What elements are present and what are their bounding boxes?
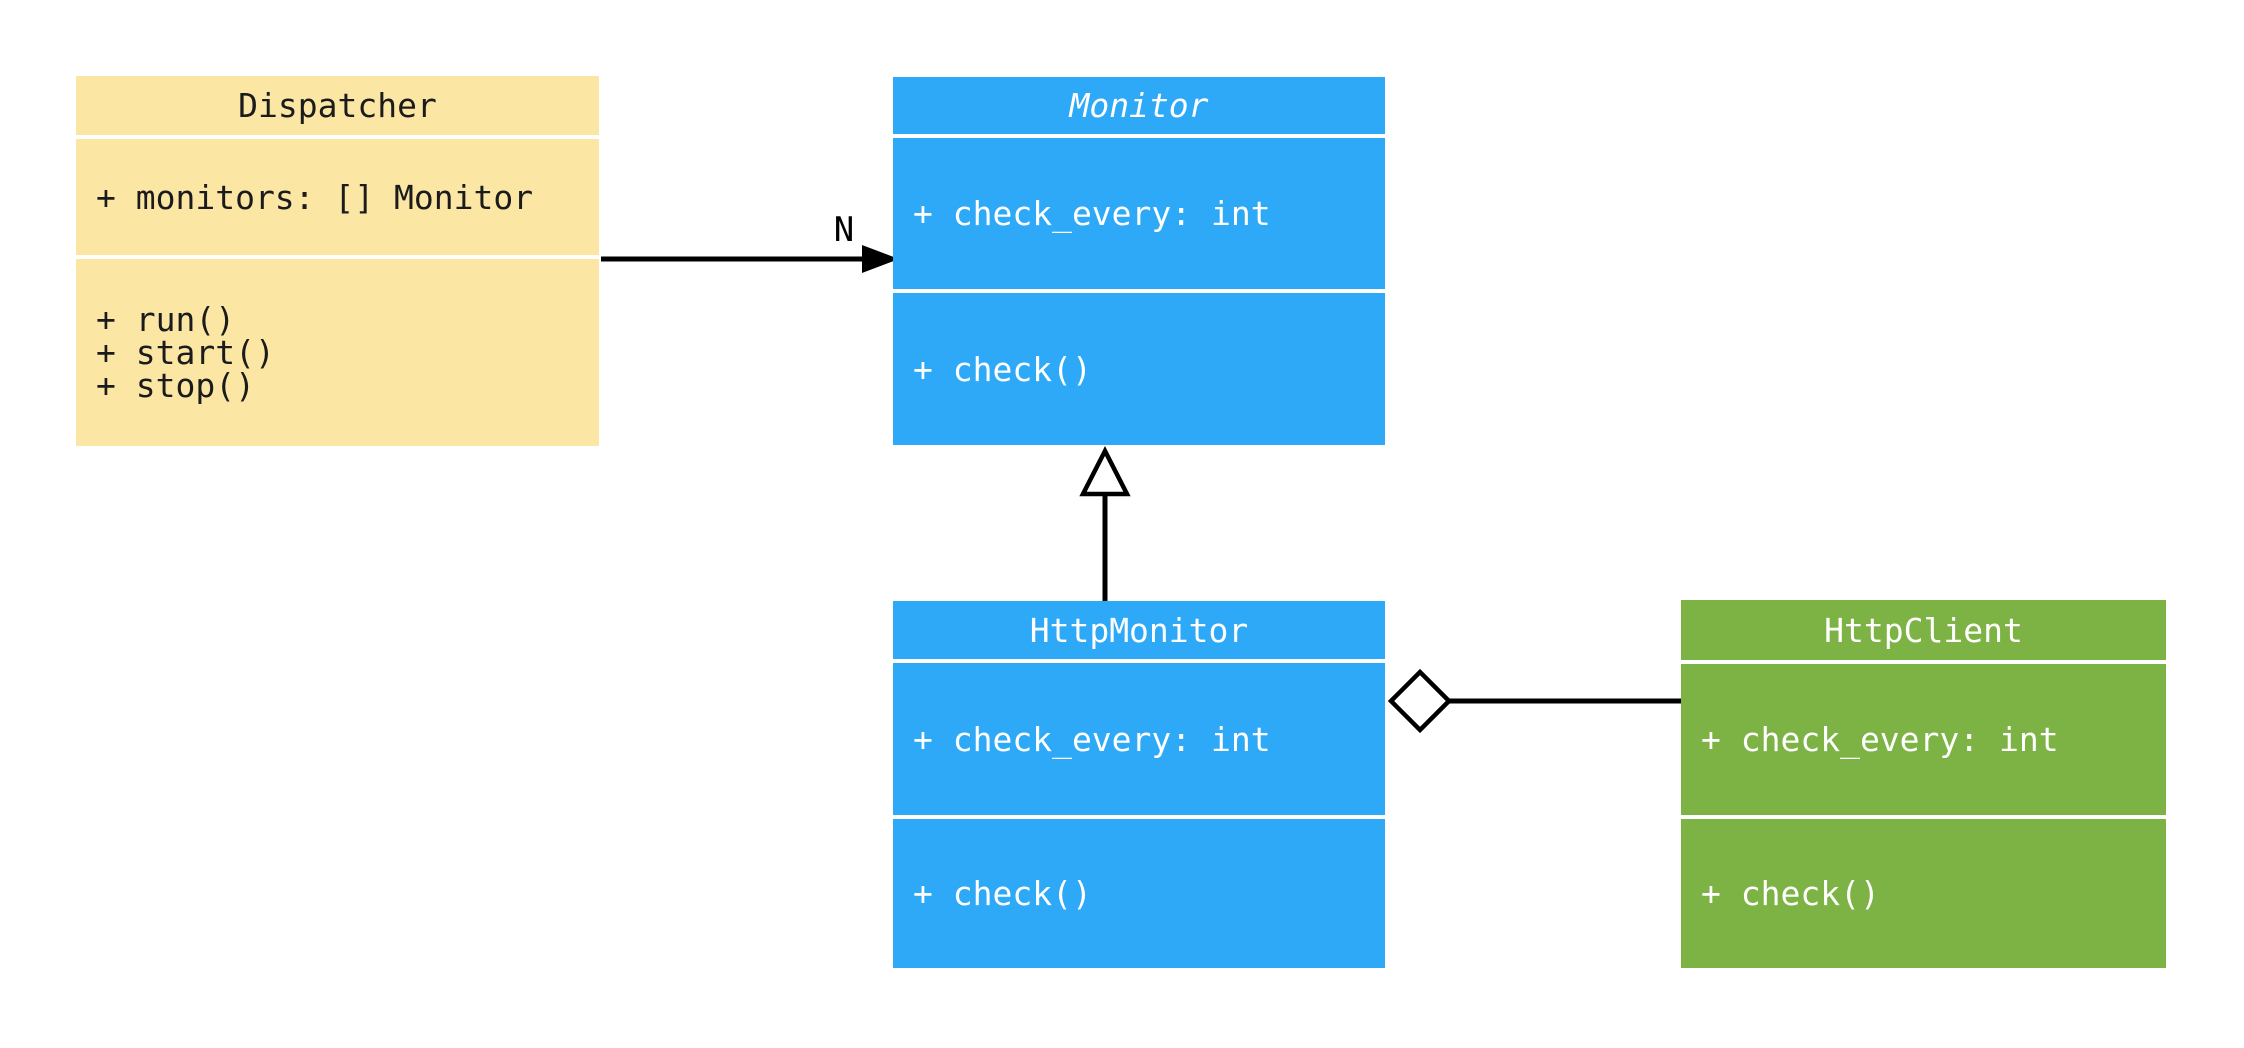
- class-monitor: Monitor + check_every: int + check(): [893, 77, 1385, 445]
- method-row: + check(): [1701, 874, 1880, 913]
- class-httpclient-attributes: + check_every: int: [1681, 664, 2166, 815]
- attribute-row: + monitors: [] Monitor: [96, 177, 534, 217]
- aggregation-connector-httpmonitor-httpclient: [1387, 668, 1681, 734]
- attribute-row: + check_every: int: [1701, 720, 2059, 759]
- class-httpmonitor-methods: + check(): [893, 819, 1385, 968]
- class-dispatcher: Dispatcher + monitors: [] Monitor + run(…: [76, 76, 599, 446]
- method-row: + run(): [96, 300, 236, 339]
- class-httpmonitor: HttpMonitor + check_every: int + check(): [893, 601, 1385, 968]
- class-dispatcher-attributes: + monitors: [] Monitor: [76, 139, 599, 255]
- class-dispatcher-title: Dispatcher: [76, 76, 599, 135]
- class-httpmonitor-attributes: + check_every: int: [893, 663, 1385, 815]
- method-row: + check(): [913, 874, 1092, 913]
- inheritance-arrow-httpmonitor-monitor: [1079, 446, 1131, 601]
- class-monitor-methods: + check(): [893, 293, 1385, 445]
- hollow-triangle-icon: [1079, 446, 1131, 497]
- method-row: + stop(): [96, 366, 255, 405]
- class-dispatcher-methods: + run() + start() + stop(): [76, 259, 599, 446]
- association-multiplicity-label: N: [833, 210, 855, 250]
- method-row: + check(): [913, 349, 1092, 389]
- class-httpclient: HttpClient + check_every: int + check(): [1681, 600, 2166, 968]
- attribute-row: + check_every: int: [913, 719, 1271, 759]
- class-httpmonitor-title: HttpMonitor: [893, 601, 1385, 659]
- class-httpclient-title: HttpClient: [1681, 600, 2166, 660]
- class-monitor-attributes: + check_every: int: [893, 138, 1385, 289]
- class-monitor-title: Monitor: [893, 77, 1385, 134]
- method-row: + start(): [96, 333, 275, 372]
- class-httpclient-methods: + check(): [1681, 819, 2166, 968]
- attribute-row: + check_every: int: [913, 194, 1271, 233]
- hollow-diamond-icon: [1387, 668, 1453, 734]
